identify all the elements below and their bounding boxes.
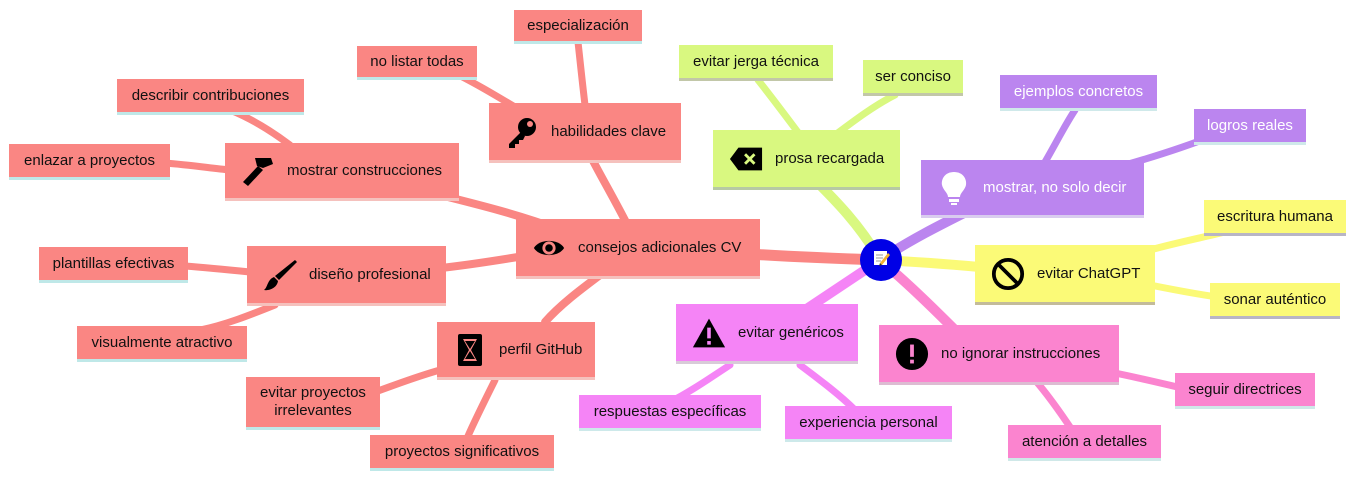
exclamation-circle-icon [895, 337, 929, 371]
branch-mostrar-construcciones[interactable]: mostrar construcciones [225, 143, 459, 201]
branch-label: mostrar, no solo decir [983, 178, 1127, 196]
leaf-describir-contribuciones[interactable]: describir contribuciones [117, 79, 304, 115]
root-node[interactable] [860, 239, 902, 281]
branch-prosa-recargada[interactable]: prosa recargada [713, 130, 900, 190]
branch-habilidades-clave[interactable]: habilidades clave [489, 103, 681, 163]
leaf-ser-conciso[interactable]: ser conciso [863, 60, 963, 96]
edge-github-significativos [464, 376, 499, 440]
warning-icon [692, 316, 726, 350]
edge-construcciones-describir [226, 106, 294, 149]
leaf-no-listar-todas[interactable]: no listar todas [357, 46, 477, 80]
edge-genericos-personal [796, 361, 859, 414]
branch-label: no ignorar instrucciones [941, 344, 1101, 362]
leaf-ejemplos-concretos[interactable]: ejemplos concretos [1000, 75, 1157, 111]
hourglass-icon [453, 333, 487, 367]
branch-label: evitar genéricos [738, 323, 844, 341]
edge-habilidades-especializacion [574, 38, 589, 109]
branch-label: mostrar construcciones [287, 161, 443, 179]
eye-icon [532, 231, 566, 265]
branch-label: habilidades clave [551, 122, 667, 140]
edge-prosa-jerga [754, 76, 804, 139]
leaf-logros-reales[interactable]: logros reales [1194, 109, 1306, 145]
ban-icon [991, 257, 1025, 291]
branch-label: consejos adicionales CV [578, 238, 742, 256]
leaf-evitar-jerga-tecnica[interactable]: evitar jerga técnica [679, 45, 833, 81]
branch-label: prosa recargada [775, 149, 885, 167]
edge-instrucciones-detalles [1031, 376, 1076, 434]
leaf-escritura-humana[interactable]: escritura humana [1204, 200, 1346, 236]
leaf-experiencia-personal[interactable]: experiencia personal [785, 406, 952, 442]
edge-consejos-github [541, 271, 604, 326]
lightbulb-icon [937, 171, 971, 205]
leaf-enlazar-proyectos[interactable]: enlazar a proyectos [9, 144, 170, 180]
branch-evitar-chatgpt[interactable]: evitar ChatGPT [975, 245, 1155, 305]
branch-perfil-github[interactable]: perfil GitHub [437, 322, 595, 380]
branch-label: evitar ChatGPT [1037, 264, 1141, 282]
leaf-respuestas-especificas[interactable]: respuestas específicas [579, 395, 761, 431]
leaf-evitar-proyectos-irrelevantes[interactable]: evitar proyectos irrelevantes [246, 377, 380, 430]
leaf-proyectos-significativos[interactable]: proyectos significativos [370, 435, 554, 471]
edge-github-irrelevantes [371, 366, 444, 396]
backspace-icon [729, 142, 763, 176]
branch-evitar-genericos[interactable]: evitar genéricos [676, 304, 858, 364]
branch-consejos-adicionales[interactable]: consejos adicionales CV [516, 219, 760, 279]
edge-mostrar-ejemplos [1041, 106, 1079, 166]
branch-no-ignorar-instrucciones[interactable]: no ignorar instrucciones [879, 325, 1119, 385]
leaf-plantillas-efectivas[interactable]: plantillas efectivas [39, 247, 188, 283]
leaf-visualmente-atractivo[interactable]: visualmente atractivo [77, 326, 247, 362]
memo-icon [871, 248, 891, 273]
paintbrush-icon [263, 258, 297, 292]
branch-label: perfil GitHub [499, 340, 583, 358]
edge-construcciones-enlazar [161, 159, 234, 174]
edge-prosa-conciso [831, 91, 899, 139]
leaf-especializacion[interactable]: especialización [514, 10, 642, 44]
branch-diseno-profesional[interactable]: diseño profesional [247, 246, 446, 306]
edge-diseno-plantillas [181, 262, 254, 276]
leaf-seguir-directrices[interactable]: seguir directrices [1175, 373, 1315, 409]
branch-label: diseño profesional [309, 265, 431, 283]
hammer-icon [241, 154, 275, 188]
leaf-atencion-detalles[interactable]: atención a detalles [1008, 425, 1161, 461]
key-icon [505, 115, 539, 149]
leaf-sonar-autentico[interactable]: sonar auténtico [1210, 283, 1340, 319]
branch-mostrar-no-solo-decir[interactable]: mostrar, no solo decir [921, 160, 1144, 218]
